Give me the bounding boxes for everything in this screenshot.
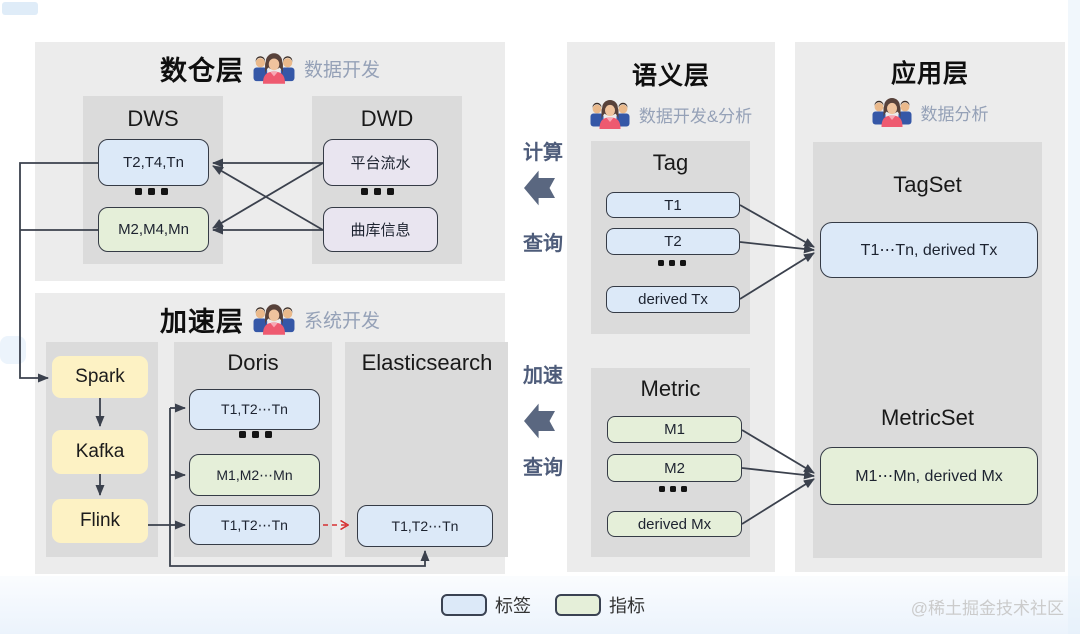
dws-tag-box: T2,T4,Tn	[98, 139, 209, 186]
ellipsis-dots	[659, 486, 687, 492]
metric-box-m2: M2	[607, 454, 742, 482]
semantic-title: 语义层	[631, 62, 710, 90]
legend-metric-label: 指标	[609, 596, 645, 616]
flow-flink-bus	[148, 408, 171, 526]
application-title-row: 应用层	[795, 54, 1065, 90]
doris-tag-box-bottom: T1,T2⋯Tn	[189, 505, 320, 545]
warehouse-role: 数据开发	[303, 59, 380, 81]
dwd-box-music-info: 曲库信息	[323, 207, 438, 252]
ellipsis-dots	[658, 260, 686, 266]
watermark: @稀土掘金技术社区	[910, 599, 1064, 618]
dws-title: DWS	[127, 106, 179, 131]
tagset-box: T1⋯Tn, derived Tx	[820, 222, 1038, 278]
tagset-title: TagSet	[893, 172, 962, 197]
semantic-title-row: 语义层	[567, 56, 775, 92]
doris-tag-box-top: T1,T2⋯Tn	[189, 389, 320, 430]
legend-metric-swatch	[555, 594, 601, 616]
metric-title: Metric	[640, 376, 701, 401]
metric-box-m1: M1	[607, 416, 742, 443]
application-title: 应用层	[890, 60, 969, 88]
doris-title: Doris	[227, 350, 279, 375]
semantic-role-row: 数据开发&分析	[567, 96, 775, 132]
metric-box-derived: derived Mx	[607, 511, 742, 537]
flow-metric-m1-to-metricset	[741, 429, 815, 474]
flow-tag-t1-to-tagset	[739, 204, 815, 248]
tag-box-t1: T1	[606, 192, 740, 218]
ellipsis-dots	[239, 431, 272, 438]
warehouse-title: 数仓层	[159, 55, 244, 86]
flow-label-compute: 计算	[523, 142, 563, 164]
flow-tag-t2-to-tagset	[739, 241, 815, 254]
flow-metric-derived-to-metricset	[741, 478, 815, 525]
flow-label-query-top: 查询	[523, 233, 563, 255]
legend-tag-label: 标签	[495, 596, 531, 616]
doris-metric-box: M1,M2⋯Mn	[189, 454, 320, 496]
engine-kafka: Kafka	[52, 430, 148, 474]
acceleration-header: 加速层 系统开发	[35, 297, 505, 341]
ellipsis-dots	[135, 188, 168, 195]
tag-box-t2: T2	[606, 228, 740, 255]
dwd-title: DWD	[360, 106, 414, 131]
tag-box-derived: derived Tx	[606, 286, 740, 313]
flow-dws-tag-to-spark	[19, 162, 98, 383]
application-role: 数据分析	[920, 104, 989, 124]
elasticsearch-tag-box: T1,T2⋯Tn	[357, 505, 493, 547]
flow-bus-to-elasticsearch	[169, 525, 430, 567]
flow-label-query-bottom: 查询	[523, 457, 563, 479]
dwd-box-platform-flow: 平台流水	[323, 139, 438, 186]
flow-dwd2-to-dws-tag	[212, 165, 324, 231]
flow-label-accelerate: 加速	[523, 365, 563, 387]
metricset-box: M1⋯Mn, derived Mx	[820, 447, 1038, 505]
flow-tag-derived-to-tagset	[739, 252, 815, 300]
acceleration-title: 加速层	[159, 306, 244, 337]
dws-metric-box: M2,M4,Mn	[98, 207, 209, 252]
warehouse-header: 数仓层 数据开发	[35, 46, 505, 90]
elasticsearch-title: Elasticsearch	[361, 350, 493, 375]
legend-tag-swatch	[441, 594, 487, 616]
legend: 标签 指标	[441, 592, 669, 618]
acceleration-role: 系统开发	[303, 310, 380, 332]
flow-metric-m2-to-metricset	[741, 467, 815, 480]
ellipsis-dots	[361, 188, 394, 195]
tag-title: Tag	[652, 150, 689, 175]
engine-spark: Spark	[52, 356, 148, 398]
metricset-title: MetricSet	[881, 405, 974, 430]
flow-dwd1-to-dws-metric	[212, 162, 324, 229]
application-role-row: 数据分析	[795, 94, 1065, 130]
engine-flink: Flink	[52, 499, 148, 543]
semantic-role: 数据开发&分析	[638, 106, 753, 126]
